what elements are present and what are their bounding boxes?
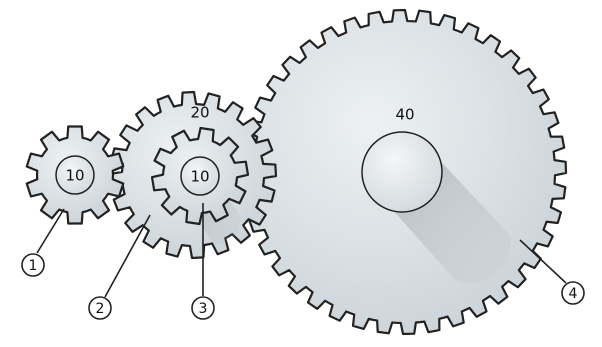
gear-4-teeth-label: 40 [395,106,414,124]
gear-2-teeth-label: 20 [190,104,209,122]
callout-4: 4 [520,240,584,304]
gear-1-teeth-label: 10 [65,167,84,185]
gear-1: 10 [27,126,123,223]
callout-2-number: 2 [96,301,105,317]
callout-2: 2 [89,215,150,319]
gear-3-teeth-label: 10 [190,168,209,186]
gear-4: 40 [242,10,566,334]
callout-3-number: 3 [199,301,208,317]
callout-1-number: 1 [29,258,38,274]
callout-4-number: 4 [569,286,578,302]
gear-4-hub [362,132,442,212]
callout-1: 1 [22,209,64,276]
